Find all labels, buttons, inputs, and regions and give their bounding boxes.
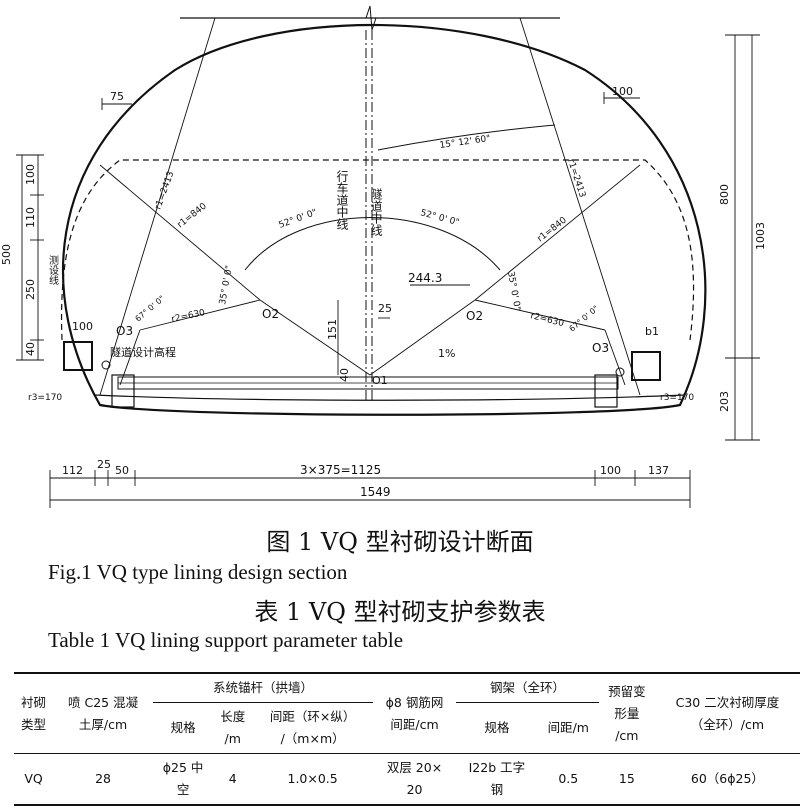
dim-100-b: 100 bbox=[72, 320, 93, 333]
header-steel-spacing: 间距/m bbox=[537, 702, 599, 754]
r3-left: r3=170 bbox=[28, 393, 62, 403]
dim-110: 110 bbox=[24, 207, 37, 228]
header-mesh: ϕ8 钢筋网间距/cm bbox=[372, 672, 457, 754]
header-deformation: 预留变形量/cm bbox=[598, 672, 655, 754]
table-caption-cn: 表 1 VQ 型衬砌支护参数表 bbox=[254, 598, 546, 626]
cell-deformation: 15 bbox=[598, 753, 655, 806]
dim-800: 800 bbox=[718, 184, 731, 205]
cell-type: VQ bbox=[14, 753, 54, 806]
dim-250: 250 bbox=[24, 279, 37, 300]
r3-right: r3=170 bbox=[660, 393, 694, 403]
angle-right-35: 35° 0' 0" bbox=[505, 271, 522, 312]
table-row: VQ 28 ϕ25 中空 4 1.0×0.5 双层 20×20 I22b 工字钢… bbox=[14, 753, 800, 806]
angle-right-67: 67° 0' 0" bbox=[568, 304, 601, 334]
header-anchor-spacing: 间距（环×纵）/（m×m） bbox=[252, 702, 373, 754]
bottom-25: 25 bbox=[97, 458, 111, 471]
cell-anchor-length: 4 bbox=[213, 753, 253, 806]
dim-40-center: 40 bbox=[338, 368, 351, 382]
dim-203: 203 bbox=[718, 391, 731, 412]
bottom-100: 100 bbox=[600, 464, 621, 477]
angle-left-35: 35° 0' 0" bbox=[218, 265, 235, 306]
dim-244: 244.3 bbox=[408, 271, 442, 285]
angle-top: 15° 12' 60" bbox=[439, 134, 491, 151]
figure-caption-cn: 图 1 VQ 型衬砌设计断面 bbox=[266, 528, 534, 556]
cell-steel-spacing: 0.5 bbox=[537, 753, 599, 806]
dim-25-center: 25 bbox=[378, 302, 392, 315]
header-steel-group: 钢架（全环） bbox=[456, 672, 599, 703]
support-parameter-table: 衬砌类型 喷 C25 混凝土厚/cm 系统锚杆（拱墙） ϕ8 钢筋网间距/cm … bbox=[14, 672, 800, 806]
header-anchor-length: 长度/m bbox=[213, 702, 253, 754]
bottom-3x375: 3×375=1125 bbox=[300, 463, 381, 477]
tunnel-centerline-label: 隧道中线 bbox=[369, 187, 383, 236]
r1-left-a: r1=2413 bbox=[153, 170, 176, 211]
header-anchor-group: 系统锚杆（拱墙） bbox=[153, 672, 373, 703]
cell-anchor-spec: ϕ25 中空 bbox=[153, 753, 214, 806]
header-steel-spec: 规格 bbox=[456, 702, 538, 754]
o1: O1 bbox=[372, 374, 388, 387]
dim-b1: b1 bbox=[645, 325, 659, 338]
dim-1003: 1003 bbox=[754, 222, 767, 250]
road-centerline-label: 行车道中线 bbox=[335, 170, 349, 230]
dim-500: 500 bbox=[0, 244, 13, 265]
header-secondary-lining: C30 二次衬砌厚度（全环）/cm bbox=[654, 672, 800, 754]
design-elevation-label: 隧道设计高程 bbox=[110, 345, 176, 359]
header-anchor-spec: 规格 bbox=[153, 702, 214, 754]
r2-right: r2=630 bbox=[529, 311, 565, 329]
design-line-label: 测设线 bbox=[47, 254, 59, 285]
o2-left: O2 bbox=[262, 307, 279, 321]
bottom-1549: 1549 bbox=[360, 485, 391, 499]
table-caption-en: Table 1 VQ lining support parameter tabl… bbox=[48, 628, 404, 652]
angle-left-67: 67° 0' 0" bbox=[134, 294, 167, 324]
r1-right-a: r1=2413 bbox=[565, 158, 587, 199]
lining-section-drawing: 75 100 500 100 110 250 40 测设线 隧道设计高程 r3=… bbox=[0, 5, 767, 508]
o3-left: O3 bbox=[116, 324, 133, 338]
dim-151: 151 bbox=[326, 319, 339, 340]
cell-mesh: 双层 20×20 bbox=[372, 753, 457, 806]
angle-left-52: 52° 0' 0" bbox=[278, 208, 319, 231]
bottom-137: 137 bbox=[648, 464, 669, 477]
header-shotcrete: 喷 C25 混凝土厚/cm bbox=[53, 672, 153, 754]
bottom-112: 112 bbox=[62, 464, 83, 477]
cell-anchor-spacing: 1.0×0.5 bbox=[252, 753, 373, 806]
design-contour-dashed bbox=[60, 159, 695, 341]
r1-right-b: r1=840 bbox=[536, 215, 569, 244]
outer-lining-contour bbox=[61, 23, 707, 416]
cell-steel-spec: I22b 工字钢 bbox=[456, 753, 538, 806]
figure-caption-en: Fig.1 VQ type lining design section bbox=[48, 560, 348, 584]
cell-shotcrete: 28 bbox=[53, 753, 153, 806]
slope: 1% bbox=[438, 347, 455, 360]
dim-75: 75 bbox=[110, 90, 124, 103]
r1-left-b: r1=840 bbox=[176, 201, 209, 230]
dim-40-left: 40 bbox=[24, 342, 37, 356]
o2-right: O2 bbox=[466, 309, 483, 323]
header-type: 衬砌类型 bbox=[14, 672, 54, 754]
r2-left: r2=630 bbox=[171, 308, 207, 325]
dim-100-top: 100 bbox=[612, 85, 633, 98]
o3-right: O3 bbox=[592, 341, 609, 355]
cell-secondary-lining: 60（6ϕ25） bbox=[654, 753, 800, 806]
dim-100-left: 100 bbox=[24, 164, 37, 185]
bottom-50: 50 bbox=[115, 464, 129, 477]
